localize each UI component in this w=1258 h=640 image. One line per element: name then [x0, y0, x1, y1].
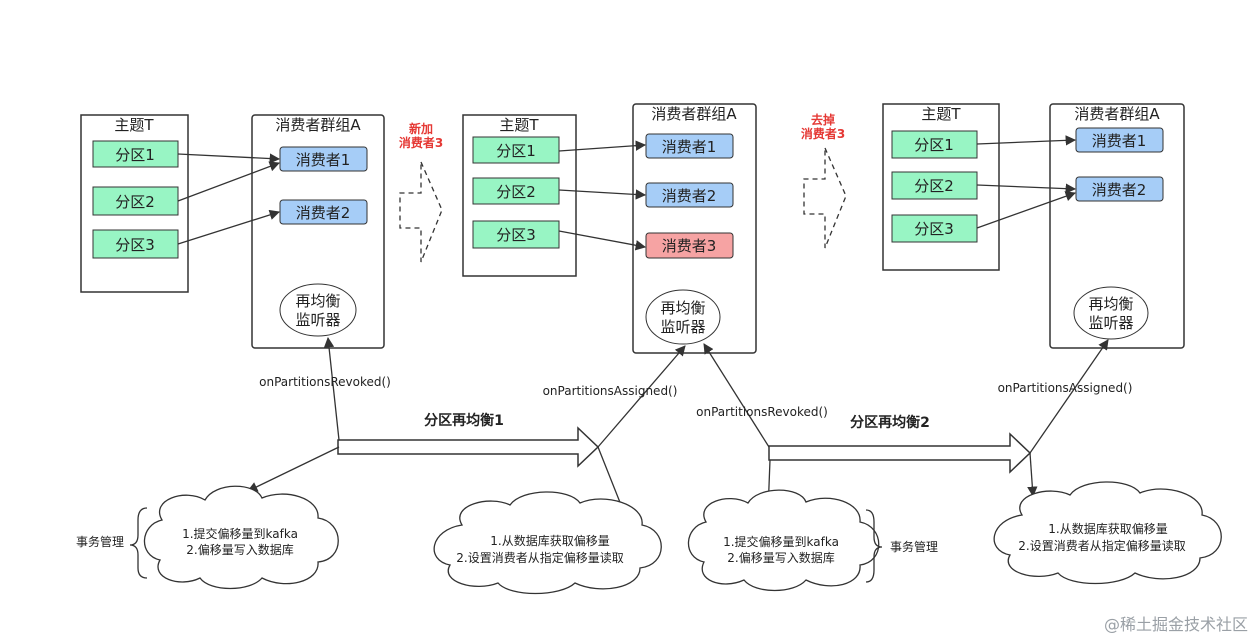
revoked-callback-1: onPartitionsRevoked() [259, 375, 391, 389]
group-box-3 [1049, 103, 1185, 349]
remove-label: 去掉 [811, 112, 835, 127]
transaction-1: 事务管理 [76, 507, 148, 579]
commit-cloud-2: 1.提交偏移量到kafka 2.偏移量写入数据库 [687, 489, 880, 592]
partition-label: 分区1 [115, 146, 155, 164]
listener-label: 再均衡 [660, 299, 705, 317]
rebalance-2-flow: 分区再均衡2 onPartitionsRevoked() onPartition… [696, 339, 1133, 514]
listener-label: 监听器 [1088, 314, 1133, 332]
transaction-label: 事务管理 [76, 534, 124, 549]
partition-1 [472, 136, 560, 164]
remove-consumer-indicator: 去掉 消费者3 [801, 112, 847, 249]
stage-1: 主题T 分区1 分区2 分区3 消费者群组A 消费者1 消费者2 再均衡 监听器 [80, 114, 385, 349]
partition-label: 分区3 [496, 226, 536, 244]
partition-label: 分区3 [914, 220, 954, 238]
consumer-label: 消费者1 [662, 138, 717, 156]
group-box-2 [632, 103, 757, 354]
read-cloud-1: 1.从数据库获取偏移量 2.设置消费者从指定偏移量读取 [433, 491, 662, 595]
group-title-1: 消费者群组A [275, 116, 361, 134]
stage-3: 主题T 分区1 分区2 分区3 消费者群组A 消费者1 消费者2 再均衡 监听器 [882, 103, 1185, 349]
listener-3 [1073, 286, 1149, 340]
partition-label: 分区2 [914, 177, 954, 195]
assigned-callback-2: onPartitionsAssigned() [998, 381, 1133, 395]
rebalance-1-label: 分区再均衡1 [424, 412, 504, 429]
listener-label: 监听器 [295, 311, 340, 329]
partition-3 [472, 220, 560, 249]
topic-title-1: 主题T [114, 116, 154, 134]
rebalance-2-arrow [768, 432, 1032, 474]
group-title-2: 消费者群组A [651, 105, 737, 123]
listener-label: 再均衡 [1088, 295, 1133, 313]
partition-2 [891, 171, 978, 200]
cloud-line: 1.提交偏移量到kafka [723, 534, 839, 549]
cloud-line: 2.偏移量写入数据库 [727, 550, 834, 565]
stage-2: 主题T 分区1 分区2 分区3 消费者群组A 消费者1 消费者2 消费者3 再均… [462, 103, 757, 354]
group-title-3: 消费者群组A [1074, 105, 1160, 123]
topic-title-2: 主题T [499, 116, 539, 134]
consumer-label: 消费者2 [662, 187, 717, 205]
cloud-line: 2.设置消费者从指定偏移量读取 [1018, 538, 1185, 553]
rebalance-1-flow: 分区再均衡1 onPartitionsRevoked() onPartition… [247, 336, 686, 521]
transaction-2: 事务管理 [865, 509, 938, 583]
partition-label: 分区1 [914, 136, 954, 154]
partition-label: 分区1 [496, 142, 536, 160]
rebalance-2-label: 分区再均衡2 [850, 414, 930, 431]
rebalance-1-arrow [337, 426, 600, 468]
partition-1 [891, 130, 978, 159]
topic-title-3: 主题T [921, 105, 961, 123]
read-cloud-2: 1.从数据库获取偏移量 2.设置消费者从指定偏移量读取 [993, 481, 1222, 585]
watermark: @稀土掘金技术社区 [1104, 615, 1248, 634]
partition-1 [92, 140, 179, 168]
cloud-line: 1.从数据库获取偏移量 [490, 533, 609, 548]
partition-3 [891, 214, 978, 243]
consumer-2 [279, 199, 368, 225]
add-consumer-indicator: 新加 消费者3 [399, 121, 443, 263]
assigned-callback-1: onPartitionsAssigned() [543, 384, 678, 398]
listener-label: 监听器 [660, 318, 705, 336]
partition-label: 分区2 [115, 193, 155, 211]
consumer-label: 消费者3 [662, 237, 717, 255]
consumer-label: 消费者2 [296, 204, 351, 222]
consumer-label: 消费者1 [1092, 132, 1147, 150]
listener-label: 再均衡 [295, 292, 340, 310]
partition-2 [92, 186, 179, 216]
cloud-line: 1.提交偏移量到kafka [182, 526, 298, 541]
partition-2 [472, 177, 560, 205]
consumer-label: 消费者1 [296, 151, 351, 169]
remove-label: 消费者3 [801, 126, 845, 141]
transaction-label: 事务管理 [890, 539, 938, 554]
add-label: 新加 [409, 121, 433, 136]
commit-cloud-1: 1.提交偏移量到kafka 2.偏移量写入数据库 [143, 485, 339, 590]
consumer-label: 消费者2 [1092, 181, 1147, 199]
listener-2 [645, 289, 721, 345]
partition-label: 分区3 [115, 236, 155, 254]
listener-1 [279, 283, 357, 337]
partition-label: 分区2 [496, 183, 536, 201]
group-box-1 [251, 114, 385, 349]
cloud-line: 2.设置消费者从指定偏移量读取 [456, 550, 623, 565]
cloud-line: 2.偏移量写入数据库 [186, 542, 293, 557]
cloud-line: 1.从数据库获取偏移量 [1048, 521, 1167, 536]
add-label: 消费者3 [399, 135, 443, 150]
revoked-callback-2: onPartitionsRevoked() [696, 405, 828, 419]
